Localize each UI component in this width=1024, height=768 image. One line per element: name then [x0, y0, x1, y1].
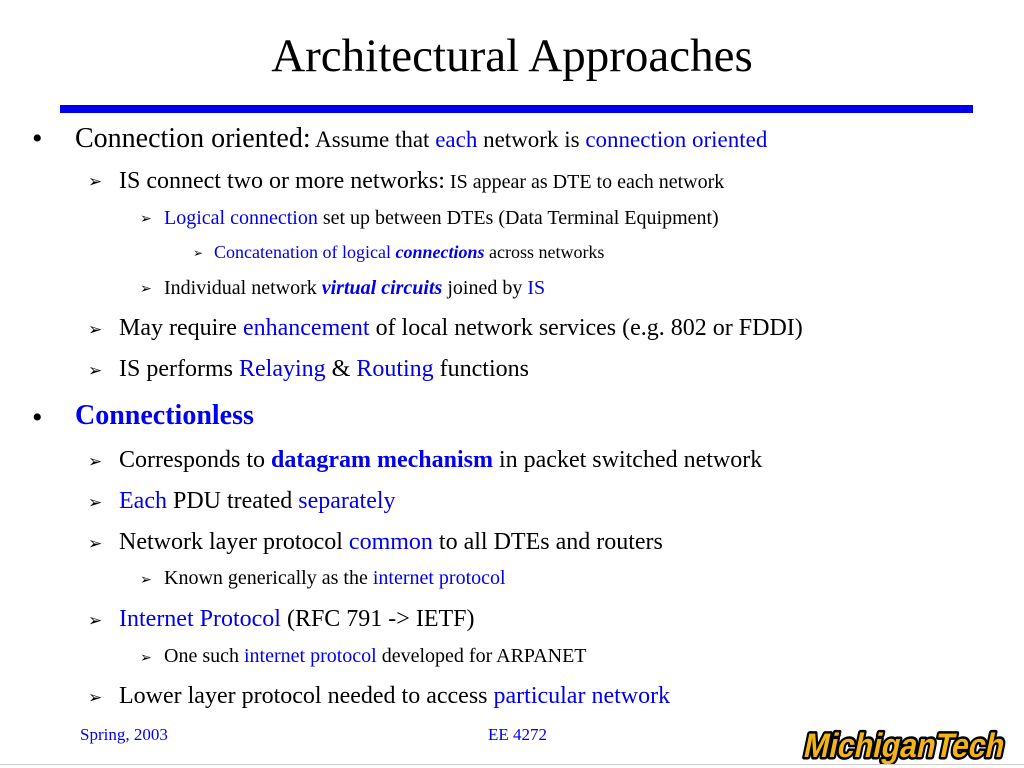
text: Assume that	[310, 127, 436, 152]
text: set up between DTEs (Data Terminal Equip…	[317, 207, 719, 229]
text: IS connect two or more networks:	[119, 168, 445, 194]
text: functions	[433, 356, 529, 382]
arrow-bullet-icon: ➢	[88, 320, 103, 339]
highlight-text: each	[435, 127, 478, 152]
text: One such	[164, 645, 244, 667]
text: PDU treated	[166, 488, 299, 514]
sub-bullet-known-generically: Known generically as the internet protoc…	[164, 567, 506, 590]
arrow-bullet-icon: ➢	[88, 493, 103, 512]
arrow-bullet-icon: ➢	[140, 282, 152, 297]
arrow-bullet-icon: ➢	[193, 246, 204, 260]
sub-bullet-internet-protocol: Internet Protocol (RFC 791 -> IETF)	[119, 606, 475, 633]
text: &	[325, 356, 357, 382]
sub-bullet-may-require: May require enhancement of local network…	[119, 315, 803, 342]
slide-title: Architectural Approaches	[271, 30, 753, 82]
sub-bullet-logical-connection: Logical connection set up between DTEs (…	[164, 207, 719, 230]
highlight-text: Each	[119, 488, 167, 514]
arrow-bullet-icon: ➢	[88, 611, 103, 630]
arrow-bullet-icon: ➢	[140, 212, 152, 227]
highlight-text: datagram mechanism	[271, 447, 493, 473]
text: Known generically as the	[164, 567, 373, 589]
highlight-text: Routing	[356, 356, 434, 382]
bullet-connectionless: Connectionless	[75, 400, 254, 432]
highlight-text: separately	[298, 488, 396, 514]
arrow-bullet-icon: ➢	[88, 361, 103, 380]
sub-bullet-is-performs: IS performs Relaying & Routing functions	[119, 356, 529, 383]
sub-bullet-one-such: One such internet protocol developed for…	[164, 645, 587, 668]
svg-text:MichiganTech: MichiganTech	[801, 727, 1009, 765]
sub-bullet-individual-network: Individual network virtual circuits join…	[164, 277, 545, 300]
michigan-tech-logo: MichiganTech MichiganTech	[798, 725, 1011, 765]
arrow-bullet-icon: ➢	[88, 688, 103, 707]
text: May require	[119, 315, 243, 341]
text: of local network services (e.g. 802 or F…	[369, 315, 803, 341]
highlight-text: connection oriented	[585, 127, 768, 152]
text: IS appear as DTE to each network	[444, 171, 725, 193]
text: Individual network	[164, 277, 322, 299]
heading-text: Connection oriented:	[75, 123, 311, 154]
arrow-bullet-icon: ➢	[88, 452, 103, 471]
svg-text:MichiganTech: MichiganTech	[801, 727, 1009, 765]
highlight-text: connections	[395, 242, 485, 262]
highlight-text: particular network	[493, 683, 671, 709]
highlight-text: Relaying	[238, 356, 326, 382]
text: to all DTEs and routers	[432, 529, 663, 555]
text: IS performs	[119, 356, 239, 382]
text: Corresponds to	[119, 447, 271, 473]
text: Lower layer protocol needed to access	[119, 683, 494, 709]
highlight-text: virtual circuits	[321, 277, 443, 299]
footer-course: EE 4272	[488, 725, 548, 744]
highlight-text: enhancement	[242, 315, 370, 341]
sub-bullet-each-pdu: Each PDU treated separately	[119, 488, 396, 515]
footer-date: Spring, 2003	[80, 725, 168, 744]
text: Network layer protocol	[119, 529, 349, 555]
text: joined by	[442, 277, 528, 299]
arrow-bullet-icon: ➢	[88, 534, 103, 553]
sub-bullet-corresponds: Corresponds to datagram mechanism in pac…	[119, 447, 762, 474]
title-divider	[60, 105, 973, 113]
highlight-text: Logical connection	[164, 207, 318, 229]
text: developed for ARPANET	[376, 645, 587, 667]
sub-bullet-lower-layer: Lower layer protocol needed to access pa…	[119, 683, 670, 710]
highlight-text: common	[348, 529, 433, 555]
highlight-text: Internet Protocol	[119, 606, 281, 632]
arrow-bullet-icon: ➢	[140, 651, 152, 666]
bullet-dot: •	[32, 122, 43, 155]
text: network is	[477, 127, 586, 152]
heading-text: Connectionless	[75, 400, 254, 431]
sub-bullet-network-layer: Network layer protocol common to all DTE…	[119, 529, 663, 556]
sub-bullet-concatenation: Concatenation of logical connections acr…	[214, 242, 604, 263]
bullet-dot: •	[32, 401, 43, 434]
highlight-text: internet protocol	[372, 567, 506, 589]
highlight-text: Concatenation of logical	[214, 242, 396, 262]
bullet-connection-oriented: Connection oriented: Assume that each ne…	[75, 123, 767, 155]
arrow-bullet-icon: ➢	[140, 573, 152, 588]
text: across networks	[484, 242, 605, 262]
highlight-text: IS	[527, 277, 546, 299]
arrow-bullet-icon: ➢	[88, 172, 103, 191]
footer-rule	[0, 764, 1024, 765]
text: (RFC 791 -> IETF)	[280, 606, 475, 632]
sub-bullet-is-connect: IS connect two or more networks: IS appe…	[119, 168, 724, 195]
text: in packet switched network	[492, 447, 763, 473]
highlight-text: internet protocol	[243, 645, 377, 667]
